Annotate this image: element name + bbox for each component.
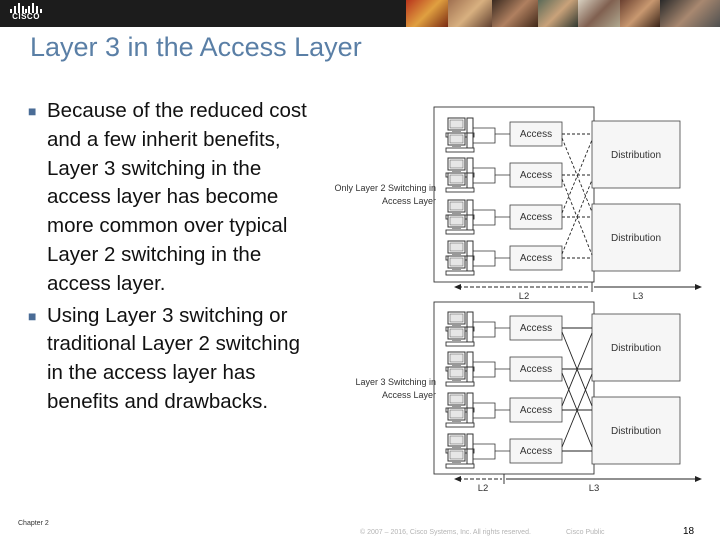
layer-ruler: L2 L3 xyxy=(454,474,702,494)
pc-icon xyxy=(445,214,475,235)
access-switch: Access xyxy=(509,162,563,188)
access-switch: Access xyxy=(509,245,563,271)
access-label: Access xyxy=(520,364,552,375)
header-photo xyxy=(578,0,620,27)
l3-label: L3 xyxy=(589,483,600,494)
access-switch: Access xyxy=(509,438,563,464)
header-bar: CISCO xyxy=(0,0,720,27)
cisco-logo: CISCO xyxy=(6,3,46,23)
distribution-switch: Distribution xyxy=(591,313,681,382)
access-switch: Access xyxy=(509,204,563,230)
distribution-switch: Distribution xyxy=(591,120,681,189)
distribution-switch: Distribution xyxy=(591,203,681,272)
classification-text: Cisco Public xyxy=(566,529,605,536)
square-bullet-icon: ■ xyxy=(28,307,37,324)
top-diagram-label: Access Layer xyxy=(382,196,436,206)
slide-title: Layer 3 in the Access Layer xyxy=(30,32,362,62)
bottom-diagram: Access Access Access Access Distribution… xyxy=(355,301,702,494)
header-photo xyxy=(448,0,492,27)
bottom-diagram-label: Access Layer xyxy=(382,390,436,400)
bullet-item: ■ Because of the reduced cost and a few … xyxy=(28,97,313,299)
pc-icon xyxy=(445,407,475,428)
access-label: Access xyxy=(520,253,552,264)
access-switch: Access xyxy=(509,356,563,382)
pc-icon xyxy=(445,326,475,347)
pc-icon xyxy=(445,172,475,193)
access-switch: Access xyxy=(509,397,563,423)
access-label: Access xyxy=(520,212,552,223)
access-label: Access xyxy=(520,405,552,416)
distribution-switch: Distribution xyxy=(591,396,681,465)
network-diagram: Access Access Access Access Distribution… xyxy=(334,106,702,494)
header-photo xyxy=(620,0,660,27)
bullet-item: ■ Using Layer 3 switching or traditional… xyxy=(28,302,313,417)
access-label: Access xyxy=(520,170,552,181)
access-switch: Access xyxy=(509,121,563,147)
pc-icon xyxy=(445,132,475,153)
logo-text: CISCO xyxy=(12,12,40,21)
cisco-bars-icon xyxy=(10,3,42,13)
access-label: Access xyxy=(520,129,552,140)
layer-ruler: L2 L3 xyxy=(454,282,702,302)
access-label: Access xyxy=(520,446,552,457)
access-label: Access xyxy=(520,323,552,334)
pc-icon xyxy=(445,366,475,387)
distribution-label: Distribution xyxy=(611,426,661,437)
square-bullet-icon: ■ xyxy=(28,103,37,119)
header-photo xyxy=(492,0,538,27)
l2-label: L2 xyxy=(519,291,530,302)
bullet-text: Because of the reduced cost and a few in… xyxy=(47,99,307,295)
header-photo xyxy=(538,0,578,27)
bottom-diagram-label: Layer 3 Switching in xyxy=(355,377,436,387)
copyright-text: © 2007 – 2016, Cisco Systems, Inc. All r… xyxy=(360,529,531,536)
distribution-label: Distribution xyxy=(611,343,661,354)
bullet-list: ■ Because of the reduced cost and a few … xyxy=(28,97,313,420)
access-switch: Access xyxy=(509,315,563,341)
distribution-label: Distribution xyxy=(611,233,661,244)
top-diagram-label: Only Layer 2 Switching in xyxy=(334,183,436,193)
bullet-text: Using Layer 3 switching or traditional L… xyxy=(47,303,300,413)
chapter-label: Chapter 2 xyxy=(18,520,49,527)
l2-label: L2 xyxy=(478,483,489,494)
distribution-label: Distribution xyxy=(611,150,661,161)
header-photo xyxy=(660,0,720,27)
pc-icon xyxy=(445,448,475,469)
l3-label: L3 xyxy=(633,291,644,302)
page-number: 18 xyxy=(683,526,695,537)
header-photo xyxy=(406,0,448,27)
top-diagram: Access Access Access Access Distribution… xyxy=(334,106,702,302)
pc-icon xyxy=(445,255,475,276)
